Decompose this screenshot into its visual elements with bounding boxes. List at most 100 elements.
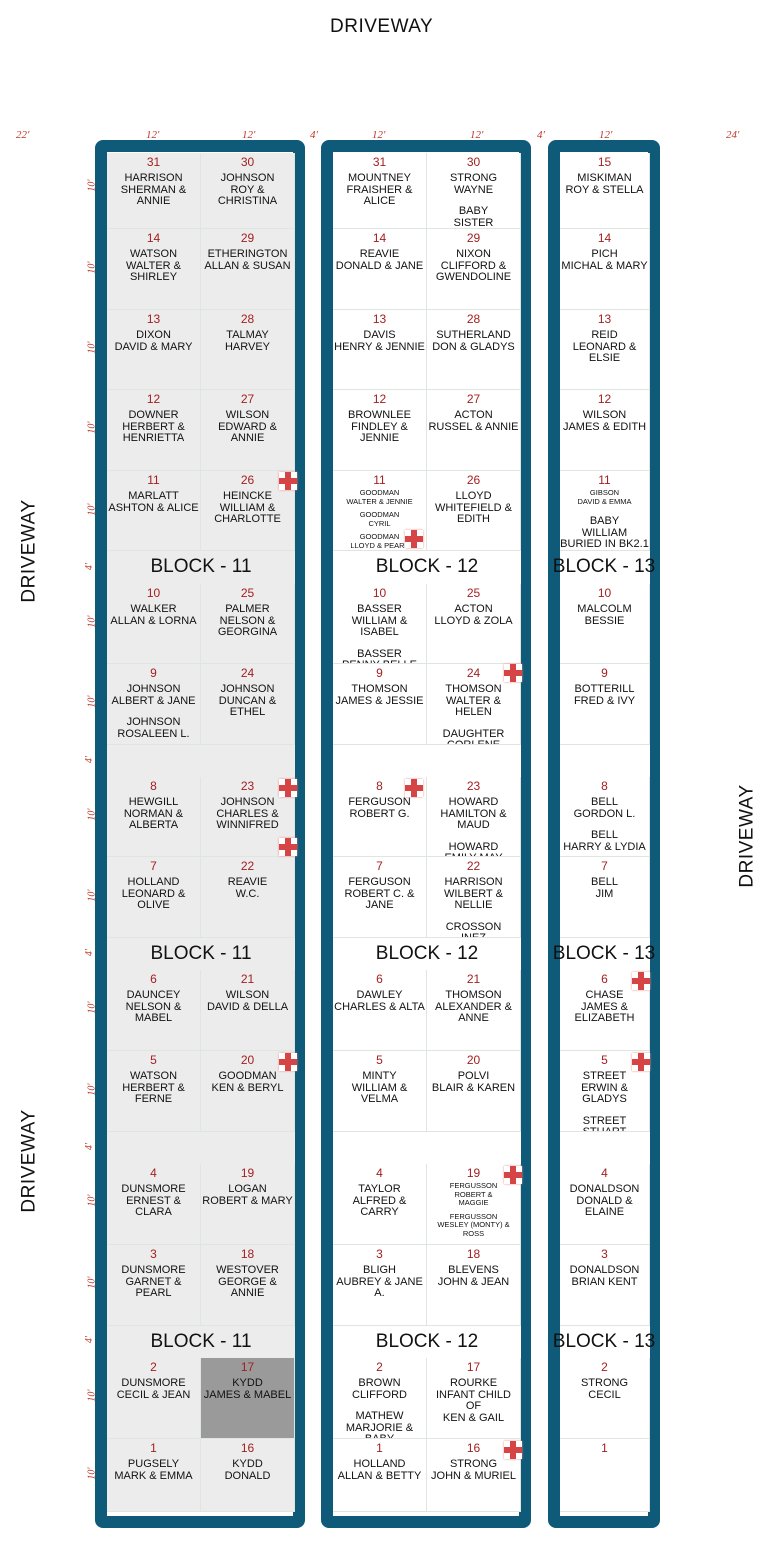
grave-marker-icon[interactable] — [504, 1166, 522, 1184]
plot-number: 1 — [601, 1441, 608, 1455]
grave-marker-icon[interactable] — [279, 1053, 297, 1071]
plot-occupants: GOODMAN KEN & BERYL — [211, 1070, 284, 1094]
plot-occupants-tertiary: GOODMAN LLOYD & PEARL — [350, 532, 409, 550]
plot-number: 12 — [146, 392, 161, 406]
plot-occupants: HARRISON SHERMAN & ANNIE — [120, 172, 187, 207]
plot-occupants: DAWLEY CHARLES & ALTA — [334, 989, 425, 1013]
grave-marker-icon[interactable] — [632, 972, 650, 990]
grave-marker-icon[interactable] — [504, 664, 522, 682]
plot-number: 11 — [373, 473, 386, 487]
plot-number: 30 — [240, 155, 255, 169]
plot-occupants: BLIGH AUBREY & JANE A. — [336, 1264, 423, 1299]
grave-marker-icon[interactable] — [632, 1053, 650, 1071]
grave-marker-icon[interactable] — [279, 779, 297, 797]
plot-occupants-secondary: CROSSON INEZ — [445, 920, 502, 938]
grave-marker-icon[interactable] — [405, 779, 423, 797]
plot-cell[interactable]: 1 — [560, 1439, 650, 1512]
plot-number: 26 — [466, 473, 481, 487]
plot-number: 10 — [597, 586, 612, 600]
plot-number: 8 — [601, 779, 608, 793]
grave-marker-icon[interactable] — [279, 838, 297, 856]
grave-marker-icon[interactable] — [405, 530, 423, 548]
plot-number: 19 — [240, 1166, 255, 1180]
grave-marker-icon[interactable] — [504, 1441, 522, 1459]
plot-number: 9 — [601, 666, 608, 680]
plot-number: 6 — [376, 972, 383, 986]
plot-occupants: TAYLOR ALFRED & CARRY — [352, 1183, 407, 1218]
plot-number: 2 — [150, 1360, 157, 1374]
plot-occupants-secondary: BABY SISTER — [453, 205, 494, 229]
block-11-frame — [95, 140, 305, 1528]
block-12-label: BLOCK - 12 — [375, 943, 479, 964]
plot-occupants-secondary: GOODMAN CYRIL — [359, 510, 400, 528]
plot-occupants: GIBSON DAVID & EMMA — [577, 488, 632, 506]
grave-marker-icon[interactable] — [279, 472, 297, 490]
